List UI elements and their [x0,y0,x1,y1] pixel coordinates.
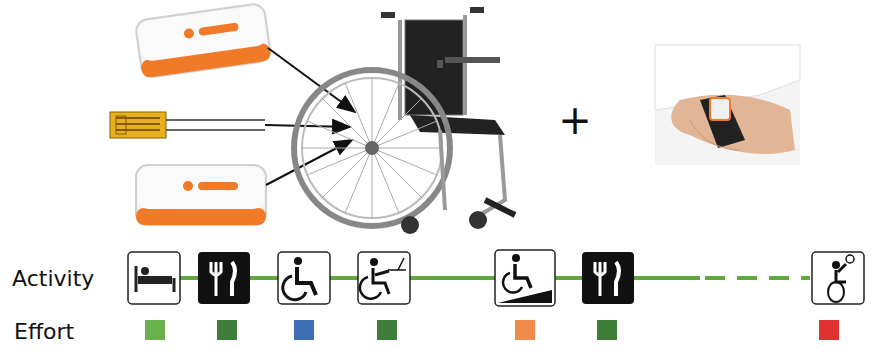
activity-icon [198,252,250,304]
sensor-device [135,3,272,79]
effort-square [145,320,839,340]
strain-gauge [110,112,265,138]
wheelchair [294,10,515,234]
activity-icon [495,250,555,306]
activity-icon [358,252,410,304]
row-label: Activity [12,266,94,291]
activity-icon [582,252,634,304]
row-label: Effort [14,319,74,344]
plus-sign: + [558,97,592,143]
wrist-sensor-photo [655,45,800,165]
sensor-device [136,165,266,225]
activity-icon [278,252,330,304]
activity-icon [812,252,864,304]
activity-icon [128,252,180,304]
